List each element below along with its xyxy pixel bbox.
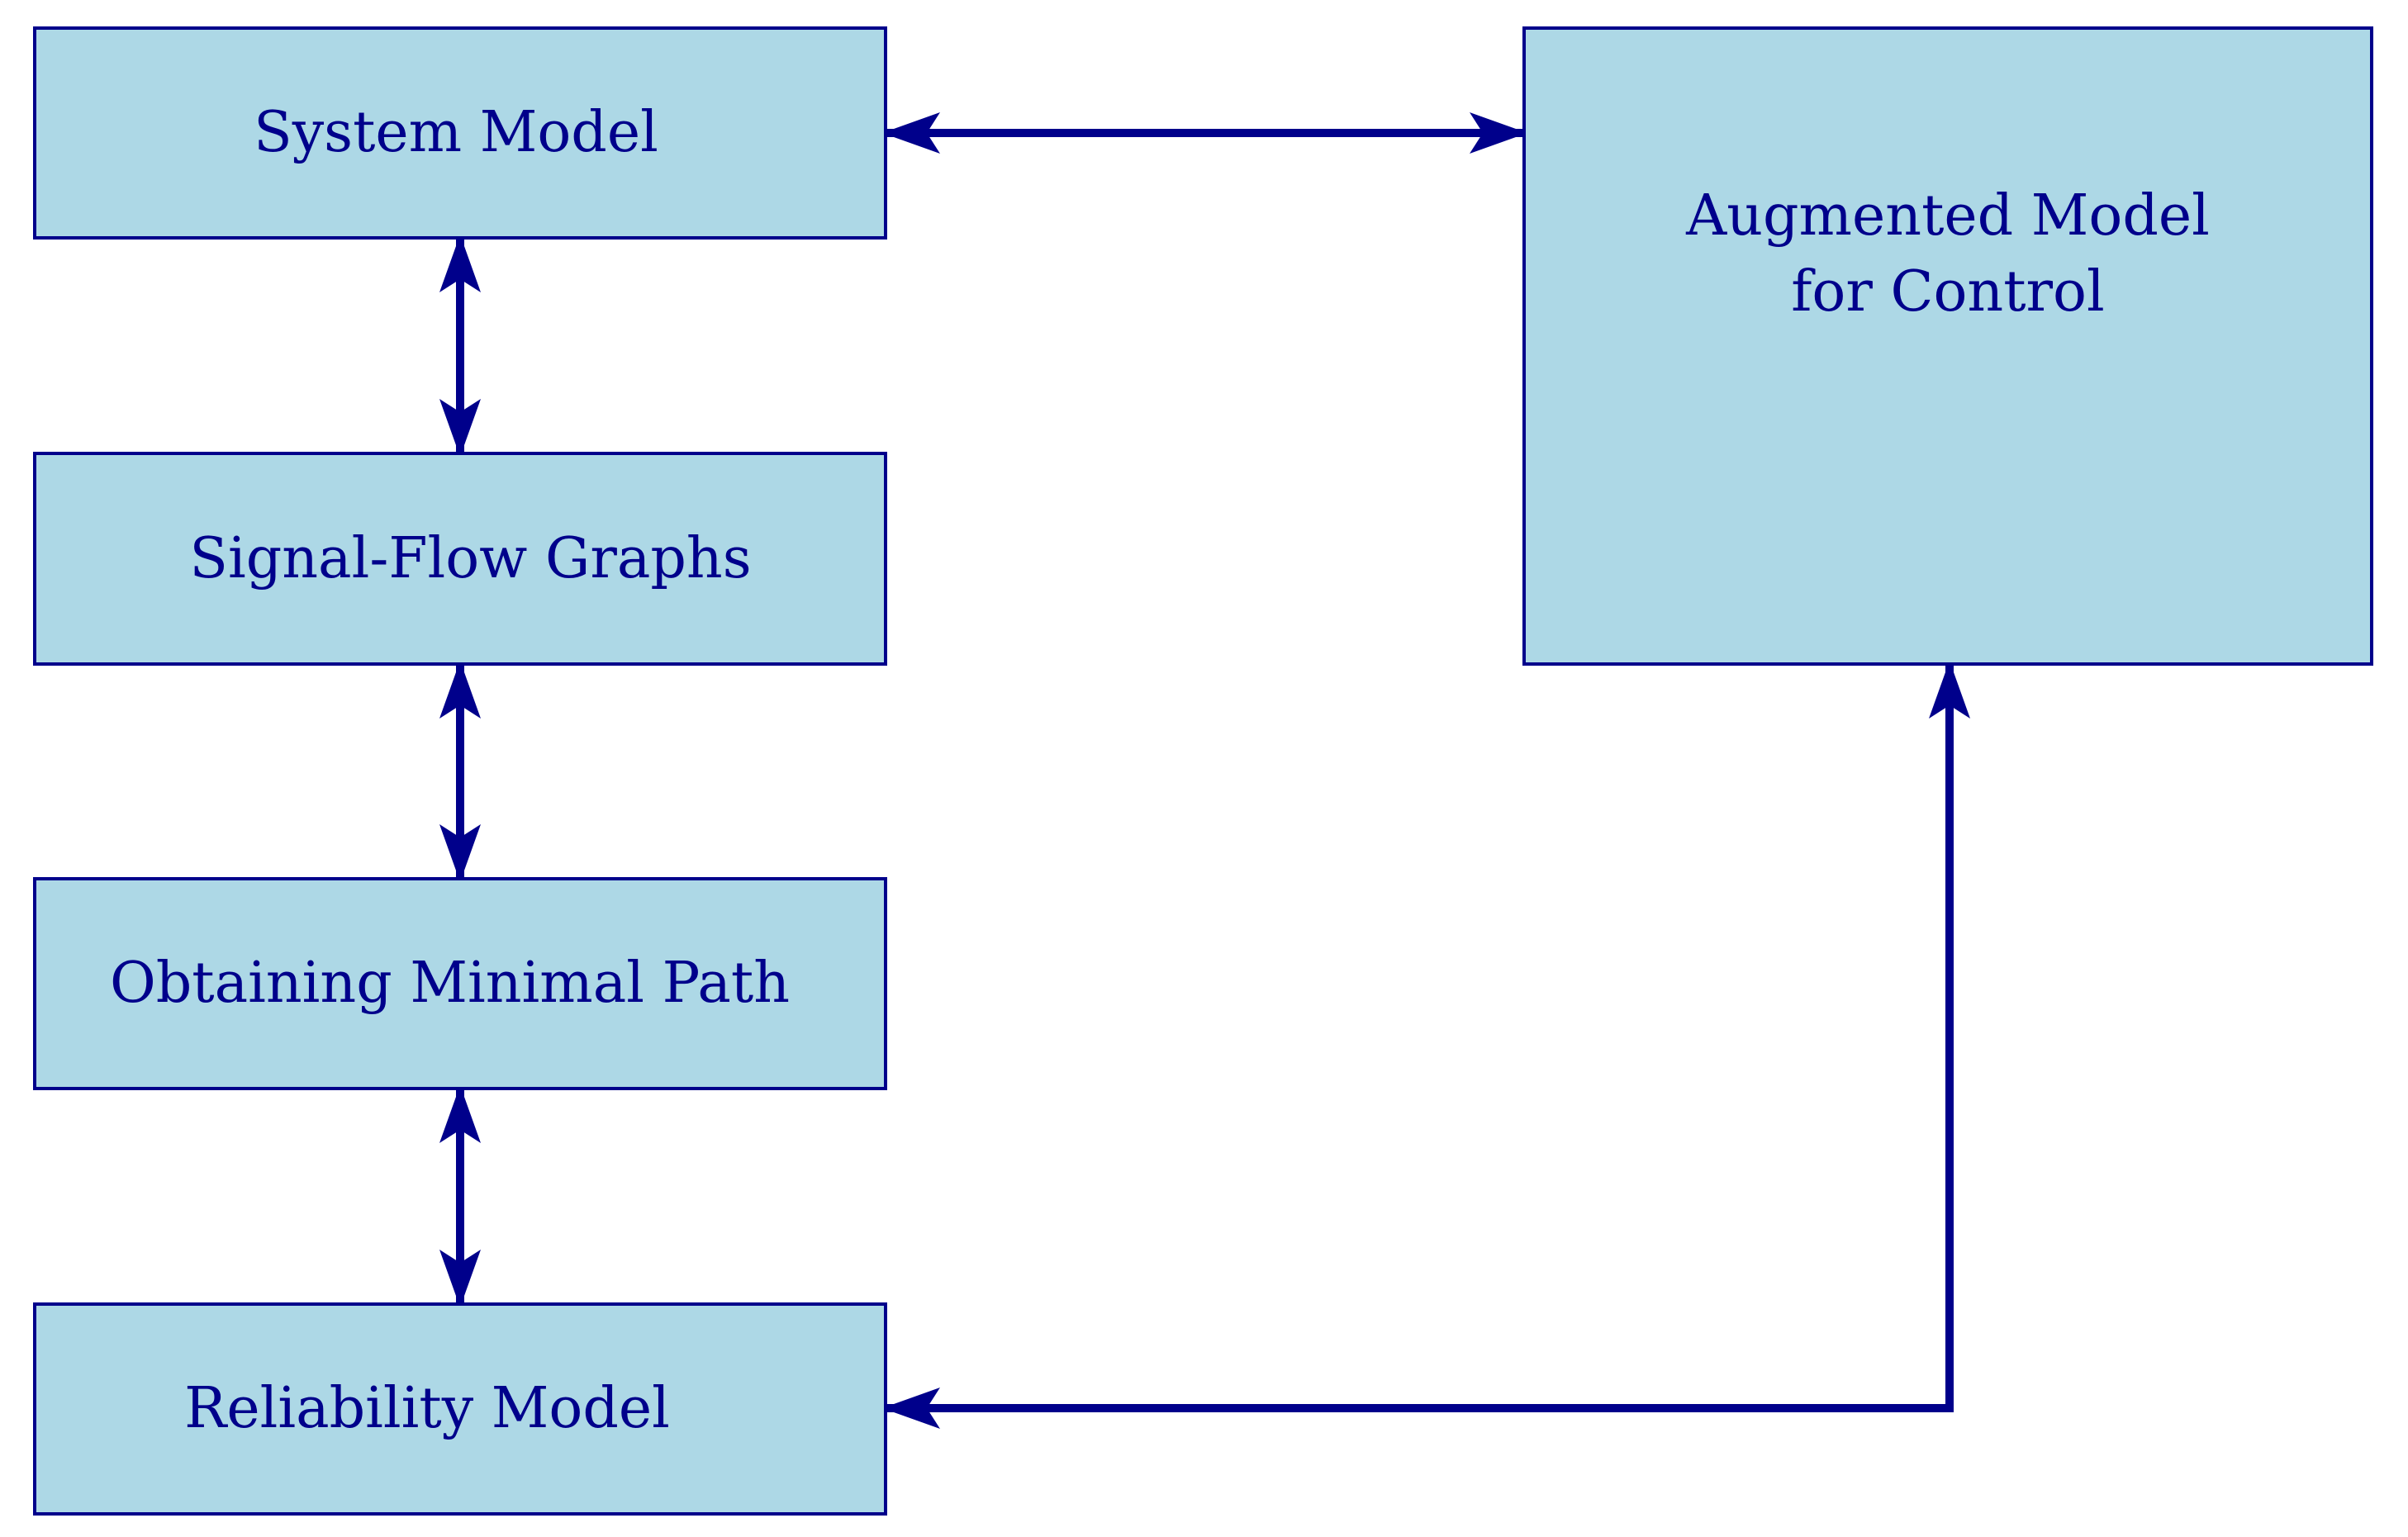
edge-augmented-reliability: [882, 661, 1970, 1429]
augmented-model-box: Augmented Model for Control: [1522, 26, 2373, 666]
augmented-model-label-line2: for Control: [1791, 259, 2105, 325]
minimal-path-label: Obtaining Minimal Path: [109, 951, 791, 1017]
reliability-model-label: Reliability Model: [184, 1376, 670, 1442]
signal-flow-graphs-label: Signal-Flow Graphs: [189, 525, 752, 591]
signal-flow-graphs-box: Signal-Flow Graphs: [33, 452, 887, 666]
reliability-model-box: Reliability Model: [33, 1302, 887, 1516]
system-model-box: System Model: [33, 26, 887, 240]
system-model-label: System Model: [254, 100, 658, 166]
augmented-model-label-line1: Augmented Model: [1686, 183, 2210, 249]
minimal-path-box: Obtaining Minimal Path: [33, 877, 887, 1090]
